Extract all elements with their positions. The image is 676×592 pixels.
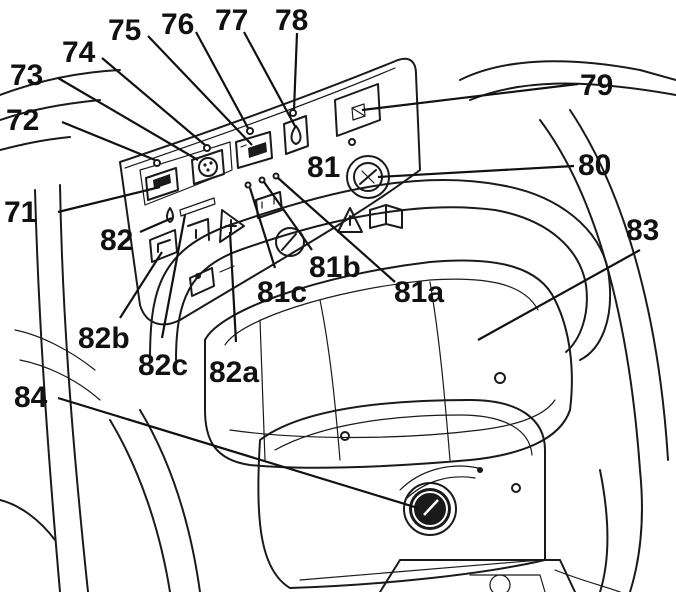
solution-button-75[interactable] [235, 131, 273, 169]
increase-button-82a[interactable] [219, 209, 245, 243]
indicator-led-81 [348, 138, 356, 146]
leader-77 [243, 31, 297, 129]
callout-78: 78 [275, 4, 308, 37]
callout-labels: 71 72 73 74 75 76 77 78 79 80 81 81a 81b… [4, 4, 659, 414]
callout-81: 81 [307, 151, 340, 184]
panel-buttons [145, 83, 381, 201]
callout-76: 76 [161, 8, 194, 41]
manual-book-icon [369, 204, 403, 229]
callout-81a: 81a [394, 276, 444, 309]
leader-82c [160, 214, 187, 339]
indicator-led-76 [246, 127, 254, 135]
callout-73: 73 [10, 59, 43, 92]
horn-button-77[interactable] [283, 115, 309, 155]
leader-81a [277, 177, 396, 283]
leader-82a [228, 231, 238, 343]
lower-casing [257, 399, 546, 589]
leader-76 [195, 31, 249, 129]
display-window-79 [334, 83, 381, 137]
panel-indicator-lights [153, 109, 356, 189]
callout-77: 77 [215, 4, 248, 37]
leader-81c [248, 187, 277, 269]
leader-79 [361, 82, 579, 112]
leader-82b [119, 251, 163, 319]
forward-icon [187, 218, 210, 241]
machine-body [0, 60, 676, 592]
indicator-led-81a [272, 172, 280, 180]
speed-dial-84[interactable] [399, 465, 483, 536]
callout-79: 79 [580, 69, 613, 102]
reverse-button-82b[interactable] [149, 229, 178, 263]
callout-81b: 81b [309, 251, 361, 284]
leader-84 [57, 396, 419, 510]
steering-pad-83 [204, 259, 573, 469]
callout-71: 71 [4, 196, 37, 229]
leader-81b [263, 181, 313, 251]
indicator-led-81c [244, 181, 252, 189]
indicator-led-81b [258, 176, 266, 184]
leader-78 [292, 32, 299, 111]
callout-83: 83 [626, 214, 659, 247]
handle-bar [149, 178, 612, 361]
leader-lines [57, 31, 641, 510]
indicator-led-72 [153, 159, 161, 167]
callout-82: 82 [100, 224, 133, 257]
brush-button-71[interactable] [145, 167, 179, 201]
callout-82a: 82a [209, 356, 259, 389]
callout-82b: 82b [78, 322, 130, 355]
callout-74: 74 [62, 36, 96, 69]
leader-74 [101, 57, 206, 146]
socket-button-73[interactable] [191, 149, 225, 185]
indicator-led-74 [203, 144, 211, 152]
leader-73 [57, 77, 199, 161]
callout-72: 72 [6, 104, 39, 137]
callout-81c: 81c [257, 276, 307, 309]
leader-80 [377, 164, 575, 179]
callout-84: 84 [14, 381, 48, 414]
leader-82 [139, 216, 173, 234]
leader-71 [57, 185, 161, 214]
callout-80: 80 [578, 149, 611, 182]
leader-75 [147, 35, 253, 146]
callout-82c: 82c [138, 349, 188, 382]
callout-75: 75 [108, 14, 141, 47]
speed-icon-82c [166, 197, 216, 223]
leader-83 [477, 249, 641, 341]
gauge-icon [275, 227, 305, 257]
indicator-led-78 [289, 109, 297, 117]
leader-72 [61, 120, 156, 162]
